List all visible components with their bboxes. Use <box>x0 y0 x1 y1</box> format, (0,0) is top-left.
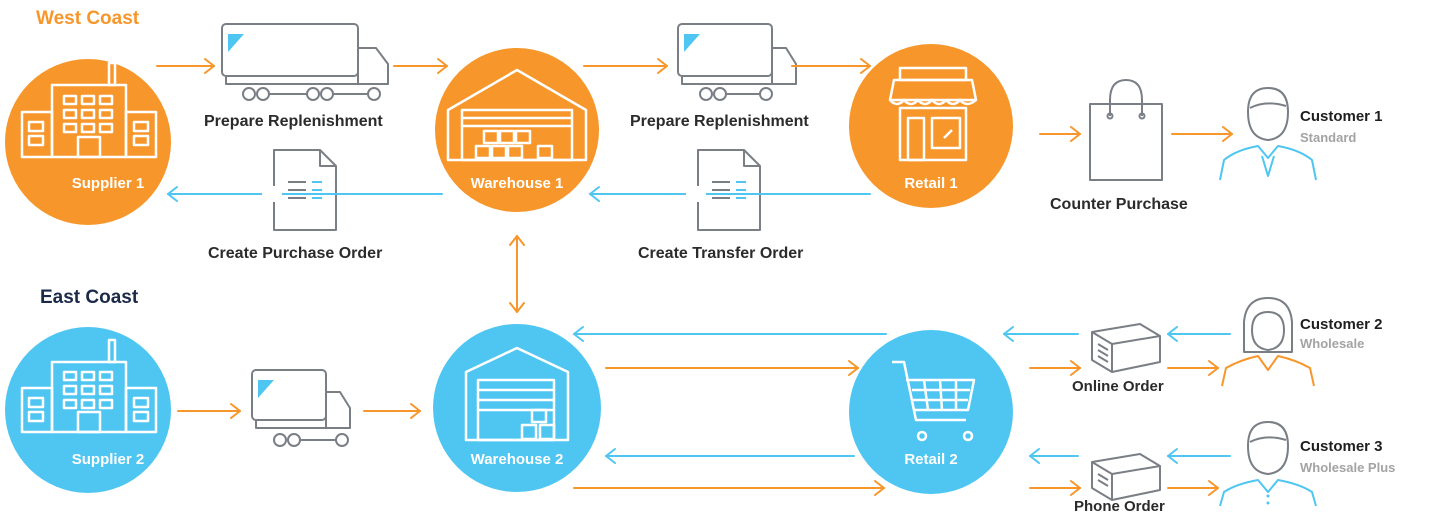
warehouse-2-node <box>433 324 601 492</box>
cart-icon <box>892 360 976 442</box>
person-icon <box>1221 297 1315 387</box>
storefront-icon <box>888 66 978 162</box>
customer-2-tier: Wholesale <box>1300 336 1365 351</box>
supplier-2-node <box>5 327 171 493</box>
document-icon <box>273 149 337 231</box>
retail-1-label: Retail 1 <box>904 175 958 192</box>
truck-icon <box>677 23 797 101</box>
supplier-1-label: Supplier 1 <box>71 175 145 192</box>
customer-1-tier: Standard <box>1300 130 1357 145</box>
warehouse-1-label: Warehouse 1 <box>470 175 564 192</box>
customer-1-name: Customer 1 <box>1300 108 1383 125</box>
warehouse-icon <box>464 346 570 442</box>
step-online-order: Online Order <box>1072 378 1164 395</box>
gap <box>262 186 282 202</box>
step-create-purchase-order: Create Purchase Order <box>208 245 383 262</box>
truck-icon <box>251 369 351 447</box>
person-icon <box>1219 87 1317 181</box>
step-prepare-replenishment-1: Prepare Replenishment <box>204 113 383 130</box>
truck-icon <box>221 23 389 101</box>
retail-2-label: Retail 2 <box>904 451 958 468</box>
customer-3-tier: Wholesale Plus <box>1300 460 1396 475</box>
shopping-bag-icon <box>1089 79 1163 181</box>
supplier-2-label: Supplier 2 <box>71 451 145 468</box>
gap <box>686 186 706 202</box>
factory-icon <box>20 338 158 434</box>
factory-icon <box>20 61 158 159</box>
person-icon <box>1219 421 1317 507</box>
customer-3-name: Customer 3 <box>1300 438 1383 455</box>
step-counter-purchase: Counter Purchase <box>1050 196 1188 213</box>
customer-2-name: Customer 2 <box>1300 316 1383 333</box>
retail-2-node <box>849 330 1013 494</box>
parcel-icon <box>1091 453 1161 501</box>
step-prepare-replenishment-2: Prepare Replenishment <box>630 113 809 130</box>
step-create-transfer-order: Create Transfer Order <box>638 245 804 262</box>
parcel-icon <box>1091 323 1161 373</box>
step-phone-order: Phone Order <box>1074 498 1165 515</box>
warehouse-icon <box>446 68 588 162</box>
region-east-label: East Coast <box>40 287 139 308</box>
flow-arrows-orange <box>156 58 1233 496</box>
supplier-1-node <box>5 59 171 225</box>
region-west-label: West Coast <box>36 8 140 29</box>
warehouse-2-label: Warehouse 2 <box>470 451 564 468</box>
flow-arrows-blue <box>167 186 1231 464</box>
document-icon <box>697 149 761 231</box>
